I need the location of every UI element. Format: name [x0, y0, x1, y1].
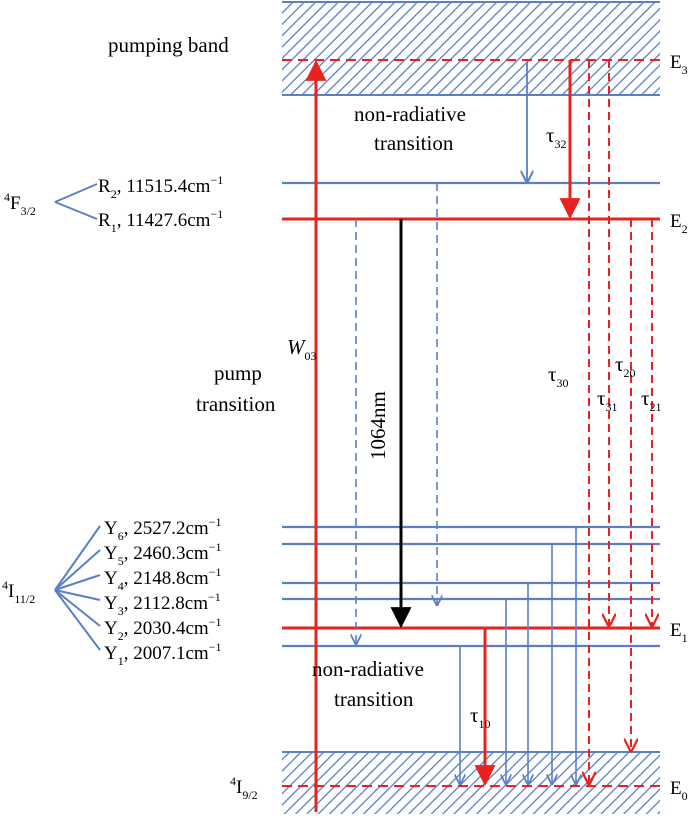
tau10-label: τ10	[470, 703, 490, 731]
i92-manifold-label: 4I9/2	[230, 774, 258, 802]
e0-label: E0	[670, 778, 688, 803]
i112-manifold-label: 4I11/2	[2, 578, 35, 606]
e2-label: E2	[670, 211, 688, 236]
pump-label-line2: transition	[196, 392, 276, 416]
i112-fan-y3	[54, 589, 101, 601]
ground-band-hatch	[282, 752, 660, 814]
stark-r2-label: R2, 11515.4cm−1	[98, 173, 223, 201]
i112-fan-y6	[54, 525, 101, 591]
stark-y6-label: Y6, 2527.2cm−1	[104, 515, 221, 543]
tau31-label: τ31	[597, 386, 617, 414]
f32-fan-lower	[54, 201, 98, 220]
nonrad-top-label-line2: transition	[374, 131, 454, 155]
stark-r1-label: R1, 11427.6cm−1	[98, 207, 223, 235]
nonrad-bottom-label-line2: transition	[334, 687, 414, 711]
tau21-label: τ21	[641, 386, 661, 414]
nonrad-bottom-label-line1: non-radiative	[312, 657, 424, 681]
i112-fan-y4	[54, 574, 101, 591]
e1-label: E1	[670, 620, 688, 645]
wavelength-label: 1064nm	[366, 391, 390, 460]
stark-y1-label: Y1, 2007.1cm−1	[104, 640, 221, 668]
e3-label: E3	[670, 52, 688, 77]
i112-fan-y1	[54, 589, 101, 651]
pump-label-line1: pump	[214, 361, 262, 385]
i112-fan-y2	[54, 589, 101, 627]
i112-fan-y5	[54, 549, 101, 591]
tau32-label: τ32	[546, 123, 566, 151]
stark-y5-label: Y5, 2460.3cm−1	[104, 540, 221, 568]
tau30-label: τ30	[548, 362, 568, 390]
stark-y3-label: Y3, 2112.8cm−1	[104, 590, 221, 618]
stark-y2-label: Y2, 2030.4cm−1	[104, 615, 221, 643]
w03-label: W03	[287, 335, 317, 363]
tau20-label: τ20	[615, 352, 635, 380]
pumping-band-label: pumping band	[108, 33, 229, 57]
f32-fan-upper	[54, 183, 98, 203]
stark-y4-label: Y4, 2148.8cm−1	[104, 565, 221, 593]
pumping-band-hatch	[282, 2, 660, 95]
nonrad-top-label-line1: non-radiative	[354, 102, 466, 126]
f32-manifold-label: 4F3/2	[4, 190, 36, 218]
